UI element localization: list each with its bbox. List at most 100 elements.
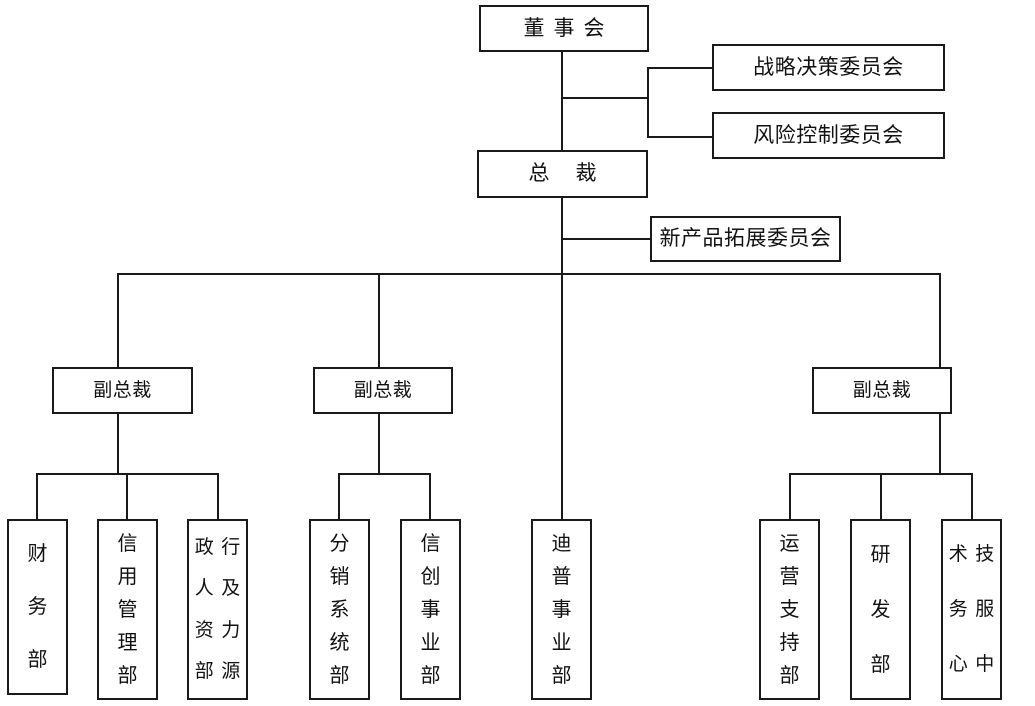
vertical-text-char: 系 bbox=[329, 598, 350, 621]
dept-dptech-business-text: 迪普事业部 bbox=[535, 527, 588, 692]
dept-tech-service-center[interactable]: 技服中术务心 bbox=[941, 519, 1002, 700]
vertical-text-char: 部 bbox=[329, 664, 350, 687]
vertical-text-char: 力 bbox=[221, 619, 241, 641]
vertical-text-column-1: 运营支持部 bbox=[763, 527, 816, 692]
dept-finance[interactable]: 财务部 bbox=[7, 519, 68, 695]
dept-distribution-system[interactable]: 分销系统部 bbox=[309, 519, 370, 700]
vertical-text-char: 部 bbox=[117, 664, 138, 687]
connector-to-finance bbox=[36, 473, 38, 519]
vertical-text-char: 服 bbox=[975, 599, 995, 620]
vertical-text-char: 研 bbox=[870, 543, 891, 566]
dept-research-development[interactable]: 研发部 bbox=[850, 519, 911, 700]
node-president-label: 总裁 bbox=[528, 161, 623, 186]
vertical-text-char: 统 bbox=[329, 631, 350, 654]
dept-operations-support-text: 运营支持部 bbox=[763, 527, 816, 692]
node-vp-left-label: 副总裁 bbox=[93, 379, 152, 401]
vertical-text-char: 理 bbox=[117, 631, 138, 654]
vertical-text-char: 营 bbox=[779, 565, 800, 588]
connector-to-research-development bbox=[880, 473, 882, 519]
node-president[interactable]: 总裁 bbox=[477, 150, 648, 198]
dept-dptech-business[interactable]: 迪普事业部 bbox=[531, 519, 592, 700]
connector-vp-bus bbox=[117, 273, 941, 275]
node-vp-left[interactable]: 副总裁 bbox=[52, 367, 193, 414]
connector-bus-to-vp-mid bbox=[378, 273, 380, 367]
vertical-text-char: 事 bbox=[551, 598, 572, 621]
dept-operations-support[interactable]: 运营支持部 bbox=[759, 519, 820, 700]
connector-to-newproduct-committee bbox=[561, 238, 651, 240]
vertical-text-column-1: 迪普事业部 bbox=[535, 527, 588, 692]
vertical-text-column-1: 信创事业部 bbox=[404, 527, 457, 692]
dept-xinchuang-business[interactable]: 信创事业部 bbox=[400, 519, 461, 700]
dept-admin-hr[interactable]: 行及力源政人资部 bbox=[187, 519, 248, 700]
vertical-text-column-1: 信用管理部 bbox=[101, 527, 154, 692]
vertical-text-column-2: 术务心 bbox=[945, 527, 972, 692]
vertical-text-column-2: 政人资部 bbox=[191, 527, 218, 692]
vertical-text-column-1: 行及力源 bbox=[218, 527, 245, 692]
connector-to-xinchuang-business bbox=[429, 473, 431, 519]
connector-vp-left-stem bbox=[117, 414, 119, 474]
vertical-text-column-1: 分销系统部 bbox=[313, 527, 366, 692]
vertical-text-char: 财 bbox=[27, 542, 48, 565]
vertical-text-char: 术 bbox=[948, 544, 968, 565]
vertical-text-char: 部 bbox=[27, 649, 48, 672]
vertical-text-char: 业 bbox=[420, 631, 441, 654]
connector-to-operations-support bbox=[789, 473, 791, 519]
connector-to-distribution-system bbox=[338, 473, 340, 519]
vertical-text-char: 运 bbox=[779, 532, 800, 555]
vertical-text-char: 部 bbox=[194, 660, 214, 682]
vertical-text-char: 及 bbox=[221, 578, 241, 600]
vertical-text-char: 部 bbox=[551, 664, 572, 687]
vertical-text-char: 销 bbox=[329, 565, 350, 588]
connector-bus-to-vp-left bbox=[117, 273, 119, 367]
connector-to-admin-hr bbox=[217, 473, 219, 519]
node-vp-mid-label: 副总裁 bbox=[353, 379, 413, 401]
vertical-text-char: 技 bbox=[975, 544, 995, 565]
node-risk-committee[interactable]: 风险控制委员会 bbox=[712, 112, 945, 159]
vertical-text-char: 发 bbox=[870, 598, 891, 621]
connector-vp-mid-stem bbox=[378, 414, 380, 474]
vertical-text-char: 业 bbox=[551, 631, 572, 654]
dept-admin-hr-text: 行及力源政人资部 bbox=[191, 527, 244, 692]
connector-to-credit-management bbox=[126, 473, 128, 519]
connector-board-to-committee-bus bbox=[561, 97, 649, 99]
vertical-text-char: 中 bbox=[975, 654, 995, 675]
vertical-text-char: 持 bbox=[779, 631, 800, 654]
vertical-text-column-1: 研发部 bbox=[854, 527, 907, 692]
node-board-label: 董事会 bbox=[523, 15, 614, 40]
vertical-text-char: 分 bbox=[329, 532, 350, 555]
dept-xinchuang-business-text: 信创事业部 bbox=[404, 527, 457, 692]
connector-to-tech-service-center bbox=[971, 473, 973, 519]
connector-committee-vertical-bus bbox=[647, 67, 649, 137]
dept-finance-text: 财务部 bbox=[11, 527, 64, 687]
vertical-text-char: 迪 bbox=[551, 532, 572, 555]
connector-to-risk-committee bbox=[647, 136, 713, 138]
vertical-text-char: 信 bbox=[117, 532, 138, 555]
vertical-text-char: 源 bbox=[221, 660, 241, 682]
dept-credit-management[interactable]: 信用管理部 bbox=[97, 519, 158, 700]
connector-vp-right-stem bbox=[939, 414, 941, 474]
node-vp-mid[interactable]: 副总裁 bbox=[313, 367, 453, 414]
dept-credit-management-text: 信用管理部 bbox=[101, 527, 154, 692]
node-vp-right-label: 副总裁 bbox=[852, 379, 912, 401]
vertical-text-char: 普 bbox=[551, 565, 572, 588]
connector-president-trunk bbox=[561, 198, 563, 520]
vertical-text-char: 信 bbox=[420, 532, 441, 555]
node-board[interactable]: 董事会 bbox=[479, 5, 649, 52]
vertical-text-char: 部 bbox=[779, 664, 800, 687]
vertical-text-char: 创 bbox=[420, 565, 441, 588]
vertical-text-char: 用 bbox=[117, 565, 138, 588]
node-vp-right[interactable]: 副总裁 bbox=[812, 367, 952, 414]
node-strategy-committee[interactable]: 战略决策委员会 bbox=[712, 44, 945, 91]
node-risk-committee-label: 风险控制委员会 bbox=[753, 122, 904, 147]
connector-bus-to-vp-right bbox=[939, 273, 941, 367]
connector-mid-dept-bus bbox=[338, 473, 431, 475]
connector-board-to-president bbox=[561, 52, 563, 150]
vertical-text-column-1: 财务部 bbox=[11, 527, 64, 687]
vertical-text-char: 务 bbox=[948, 599, 968, 620]
node-newproduct-committee[interactable]: 新产品拓展委员会 bbox=[650, 216, 841, 262]
vertical-text-char: 事 bbox=[420, 598, 441, 621]
vertical-text-column-1: 技服中 bbox=[972, 527, 999, 692]
vertical-text-char: 部 bbox=[870, 653, 891, 676]
vertical-text-char: 支 bbox=[779, 598, 800, 621]
